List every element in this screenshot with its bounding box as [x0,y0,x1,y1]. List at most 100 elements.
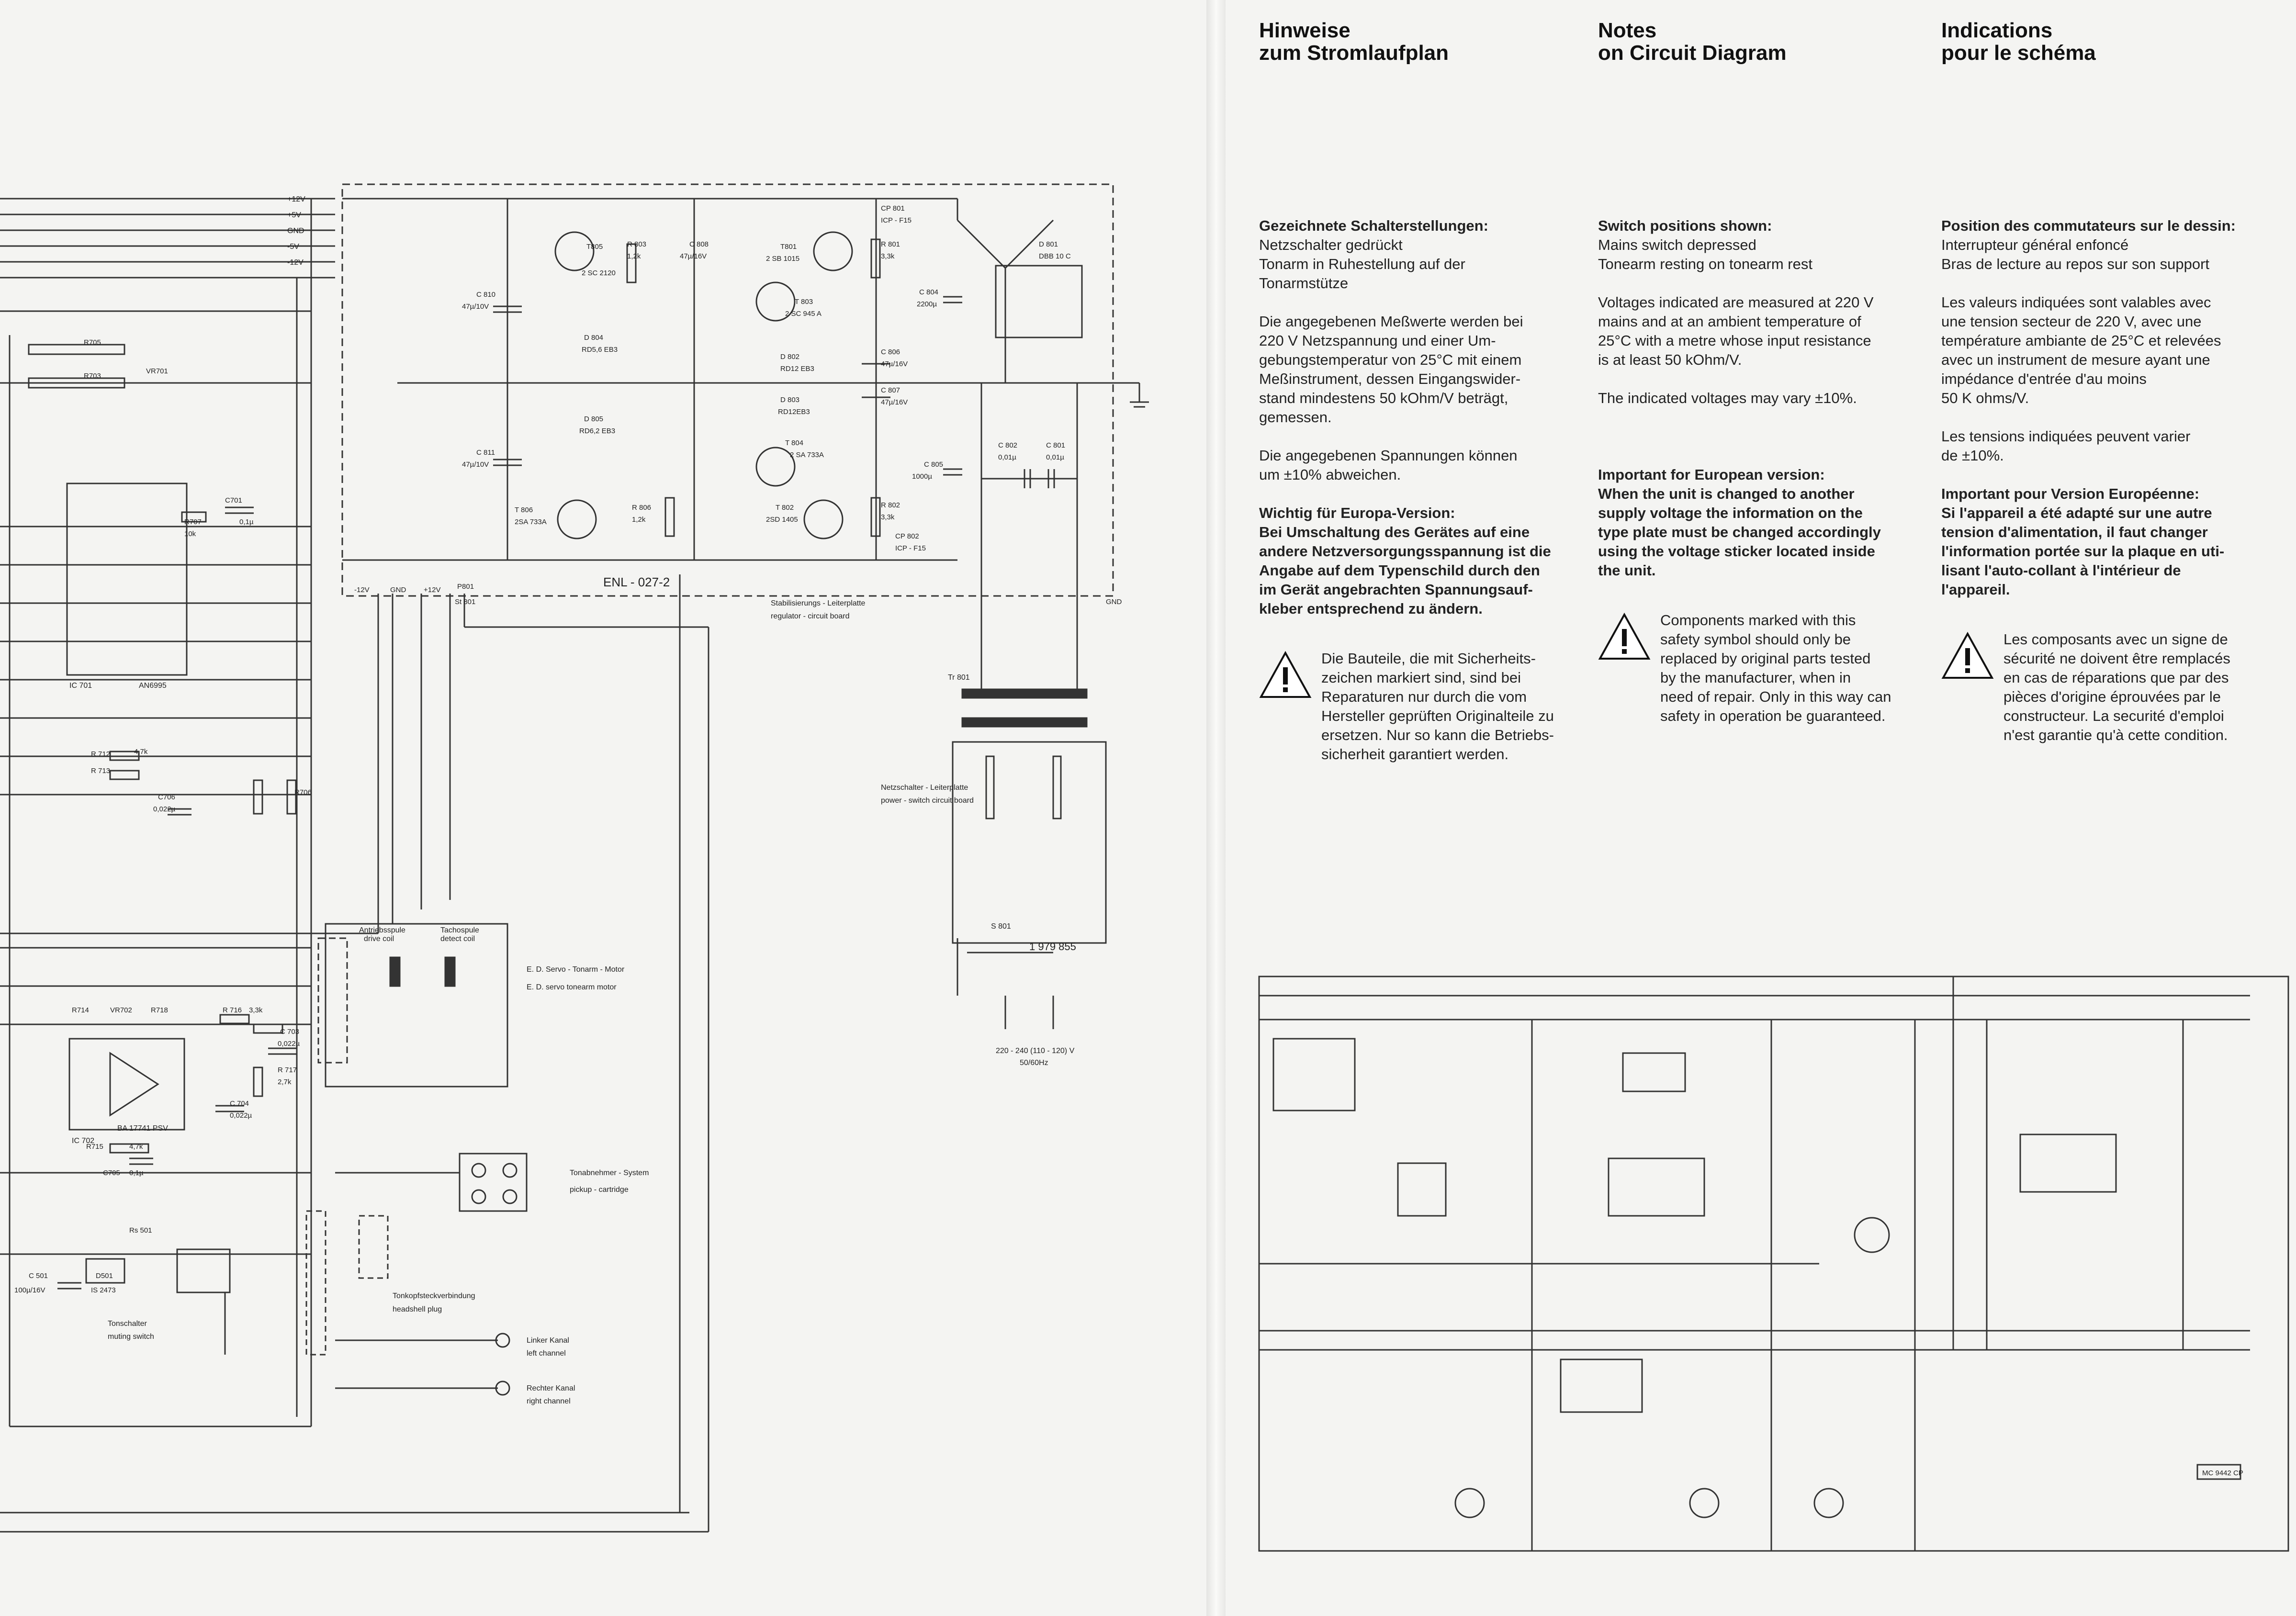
note-line: 220 V Netzspannung und einer Um- [1259,332,1496,349]
servo-label: E. D. servo tonearm motor [527,983,617,991]
component-label: VR701 [146,367,168,375]
note-line: replaced by original parts tested [1660,650,1871,667]
note-line: type plate must be changed accordingly [1598,524,1881,540]
pickup-label: pickup - cartridge [570,1186,629,1194]
component-label: R 712 [91,750,110,758]
component-label: C 802 [998,441,1017,449]
component-label: C 808 [689,240,709,248]
component-label: C 806 [881,348,900,356]
component-label: Rs 501 [129,1226,152,1234]
component-label: 0,01µ [998,453,1016,461]
component-label: 47µ/16V [680,252,707,260]
component-label: 1,2k [627,252,641,260]
component-label: IS 2473 [91,1286,116,1294]
note-line: l'information portée sur la plaque en ut… [1941,543,2225,560]
component-label: R 716 [223,1006,242,1014]
headshell-label: Tonkopfsteckverbindung [393,1292,475,1300]
note-line: Mains switch depressed [1598,236,1756,253]
note-line: constructeur. La securité d'emploi [2003,707,2224,724]
component-label: 2SA 733A [515,518,547,526]
component-label: 47µ/10V [462,303,489,311]
note-line: température ambiante de 25°C et relevées [1941,332,2221,349]
muting-label: muting switch [108,1333,154,1341]
safety-note: Die Bauteile, die mit Sicherheits- zeich… [1259,649,1565,764]
channel-label: right channel [527,1397,571,1405]
component-label: 0,022µ [278,1040,300,1048]
component-label: T 802 [776,504,794,512]
power-board-label: Netzschalter - Leiterplatte [881,784,968,792]
note-line: Die Bauteile, die mit Sicherheits- [1321,650,1536,667]
component-label: D 805 [584,415,603,423]
note-line: Components marked with this [1660,612,1856,628]
component-label: R705 [84,338,101,347]
switch-label: S 801 [991,922,1011,931]
component-label: R707 [184,518,202,526]
note-line: zeichen markiert sind, sind bei [1321,669,1521,686]
component-label: DBB 10 C [1039,252,1071,260]
component-label: T801 [780,243,797,251]
component-label: 0,1µ [129,1169,144,1177]
component-label: T 806 [515,506,533,514]
note-line: n'est garantie qu'à cette condition. [2003,727,2228,743]
component-label: 1,2k [632,516,646,524]
component-label: 0,022µ [230,1111,252,1120]
note-line: supply voltage the information on the [1598,505,1863,521]
component-label: 0,01µ [1046,453,1064,461]
note-line: ersetzen. Nur so kann die Betriebs- [1321,727,1554,743]
component-label: C 501 [29,1272,48,1280]
component-label: C 807 [881,386,900,394]
ic-type: BA 17741 PSV [117,1124,168,1133]
switch-heading: Position des commutateurs sur le dessin: [1941,217,2236,234]
component-label: 2SD 1405 [766,516,798,524]
reg-board-label: Stabilisierungs - Leiterplatte [771,599,866,607]
component-label: VR702 [110,1006,132,1014]
title-line: on Circuit Diagram [1598,41,1787,65]
notes-column-de: Hinweise zum Stromlaufplan Gezeichnete S… [1259,19,1565,764]
warning-triangle-icon [1941,632,1994,679]
component-label: 0,1µ [239,518,254,526]
component-label: 2 SA 733A [790,451,824,459]
component-label: R 713 [91,767,110,775]
switch-heading: Switch positions shown: [1598,217,1772,234]
note-line: impédance d'entrée d'au moins [1941,370,2147,387]
channel-label: left channel [527,1349,566,1358]
reg-board-label: regulator - circuit board [771,612,850,620]
muting-label: Tonschalter [108,1320,147,1328]
component-label: 2 SB 1015 [766,255,799,263]
rail-label: -12V [287,258,304,267]
note-line: gemessen. [1259,409,1332,426]
note-line: safety in operation be guaranteed. [1660,707,1886,724]
component-label: -12V [354,586,370,594]
component-label: RD5,6 EB3 [582,346,618,354]
headshell-label: headshell plug [393,1305,442,1313]
note-line: Interrupteur général enfoncé [1941,236,2129,253]
component-label: R 717 [278,1066,297,1074]
note-line: kleber entsprechend zu ändern. [1259,600,1483,617]
title-line: Notes [1598,19,1657,42]
ic-label: IC 701 [69,682,92,690]
safety-note: Les composants avec un signe de sécurité… [1941,630,2248,745]
note-line: l'appareil. [1941,581,2010,598]
component-label: C 810 [476,291,495,299]
note-line: Bei Umschaltung des Gerätes auf eine [1259,524,1530,540]
channel-label: Linker Kanal [527,1336,569,1345]
note-line: need of repair. Only in this way can [1660,688,1891,705]
component-label: C 811 [476,449,495,457]
mains-label: 50/60Hz [1020,1059,1048,1067]
component-label: D 804 [584,334,603,342]
rail-label: +12V [287,195,305,203]
component-label: St 801 [455,598,475,606]
component-label: R 802 [881,501,900,509]
note-line: the unit. [1598,562,1656,579]
component-label: C701 [225,496,242,505]
component-label: 3,3k [881,513,895,521]
component-label: GND [390,586,406,594]
warning-triangle-icon [1598,613,1651,660]
pickup-label: Tonabnehmer - System [570,1169,649,1177]
component-label: R 801 [881,240,900,248]
part-number: 1 979 855 [1029,941,1076,953]
component-label: +12V [424,586,440,594]
note-line: gebungstemperatur von 25°C mit einem [1259,351,1522,368]
